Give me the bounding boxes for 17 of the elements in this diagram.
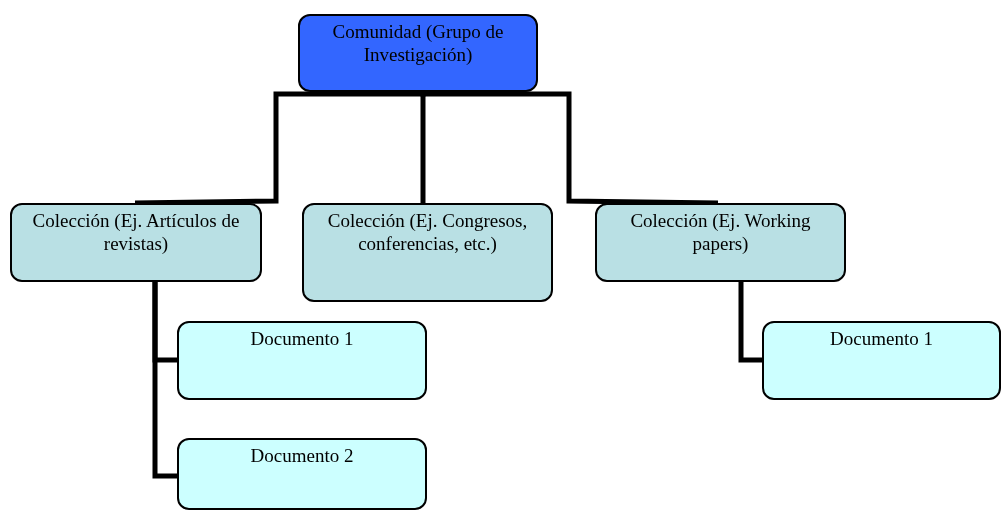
connector-line [738, 282, 762, 363]
document-box [177, 321, 427, 400]
collection-box [595, 203, 846, 282]
node-label: Documento 1 [250, 327, 354, 350]
connector-line [420, 90, 719, 206]
root-box [298, 14, 538, 92]
node-label: Colección (Ej. Congresos, conferencias, etc.) [326, 209, 529, 255]
node-label: Comunidad (Grupo de Investigación) [331, 20, 505, 66]
node-label: Documento 1 [830, 327, 933, 350]
collection-box [302, 203, 553, 302]
node-label: Documento 2 [250, 444, 354, 467]
collection-box [10, 203, 262, 282]
node-label: Colección (Ej. Working papers) [629, 209, 812, 255]
document-box [762, 321, 1001, 400]
node-label: Colección (Ej. Artículos de revistas) [31, 209, 241, 255]
connector-line [152, 282, 177, 479]
document-box [177, 438, 427, 510]
